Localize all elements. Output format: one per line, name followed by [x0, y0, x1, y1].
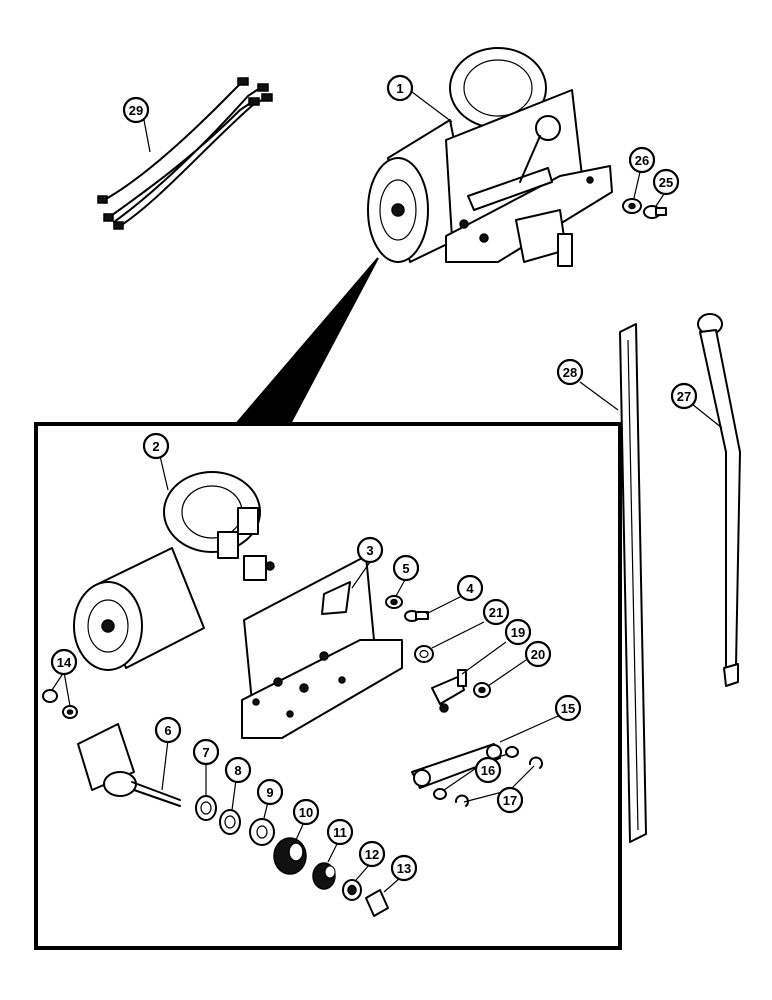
callout-8: 8 [224, 756, 252, 784]
callout-16: 16 [474, 756, 502, 784]
callout-3: 3 [356, 536, 384, 564]
callout-21: 21 [482, 598, 510, 626]
svg-text:21: 21 [489, 605, 503, 620]
svg-text:17: 17 [503, 793, 517, 808]
nut-9 [249, 818, 275, 846]
svg-text:11: 11 [333, 825, 347, 840]
nut-5 [385, 595, 403, 609]
svg-text:4: 4 [466, 581, 474, 596]
wiper-blade-28 [619, 323, 647, 843]
svg-text:16: 16 [481, 763, 495, 778]
svg-text:6: 6 [164, 723, 171, 738]
svg-text:5: 5 [402, 561, 409, 576]
washer-7 [195, 795, 217, 821]
wiper-arm-27 [697, 313, 741, 687]
svg-text:13: 13 [397, 861, 411, 876]
svg-text:27: 27 [677, 389, 691, 404]
callout-13: 13 [390, 854, 418, 882]
clip-17 [455, 756, 543, 807]
spline-11 [312, 862, 336, 890]
nut-14 [42, 689, 78, 719]
svg-text:7: 7 [202, 745, 209, 760]
callout-1: 1 [386, 74, 414, 102]
washer-21 [414, 645, 434, 663]
callout-17: 17 [496, 786, 524, 814]
callout-6: 6 [154, 716, 182, 744]
callout-14: 14 [50, 648, 78, 676]
nut-26 [622, 198, 642, 214]
switch-19 [431, 669, 467, 713]
inset-leader [233, 257, 379, 425]
link-15 [411, 743, 502, 789]
callout-27: 27 [670, 382, 698, 410]
inset-frame [34, 422, 622, 950]
svg-text:10: 10 [299, 805, 313, 820]
svg-text:1: 1 [396, 81, 403, 96]
callout-7: 7 [192, 738, 220, 766]
callout-5: 5 [392, 554, 420, 582]
callout-28: 28 [556, 358, 584, 386]
svg-text:25: 25 [659, 175, 673, 190]
assembled-wiper-motor [367, 47, 613, 267]
svg-text:14: 14 [57, 655, 72, 670]
screw-25 [643, 205, 667, 219]
svg-text:19: 19 [511, 625, 525, 640]
callout-12: 12 [358, 840, 386, 868]
callout-26: 26 [628, 146, 656, 174]
gear-10 [273, 837, 307, 875]
svg-text:20: 20 [531, 647, 545, 662]
callout-15: 15 [554, 694, 582, 722]
motor-2 [73, 471, 275, 671]
callout-9: 9 [256, 778, 284, 806]
bracket-3 [241, 555, 403, 739]
svg-text:28: 28 [563, 365, 577, 380]
callout-20: 20 [524, 640, 552, 668]
washer-16 [433, 746, 519, 800]
shaft-6 [77, 723, 181, 807]
cap-13 [365, 889, 389, 917]
svg-text:26: 26 [635, 153, 649, 168]
callout-25: 25 [652, 168, 680, 196]
callout-11: 11 [326, 818, 354, 846]
svg-text:9: 9 [266, 785, 273, 800]
wire-harness [97, 77, 273, 230]
callout-19: 19 [504, 618, 532, 646]
screw-4 [404, 610, 429, 622]
callout-4: 4 [456, 574, 484, 602]
svg-text:3: 3 [366, 543, 373, 558]
callout-2: 2 [142, 432, 170, 460]
svg-text:2: 2 [152, 439, 159, 454]
washer-8 [219, 809, 241, 835]
svg-text:8: 8 [234, 763, 241, 778]
callout-29: 29 [122, 96, 150, 124]
nut-12 [342, 879, 362, 901]
nut-20 [473, 682, 491, 698]
callout-10: 10 [292, 798, 320, 826]
svg-text:15: 15 [561, 701, 575, 716]
svg-text:12: 12 [365, 847, 379, 862]
svg-text:29: 29 [129, 103, 143, 118]
